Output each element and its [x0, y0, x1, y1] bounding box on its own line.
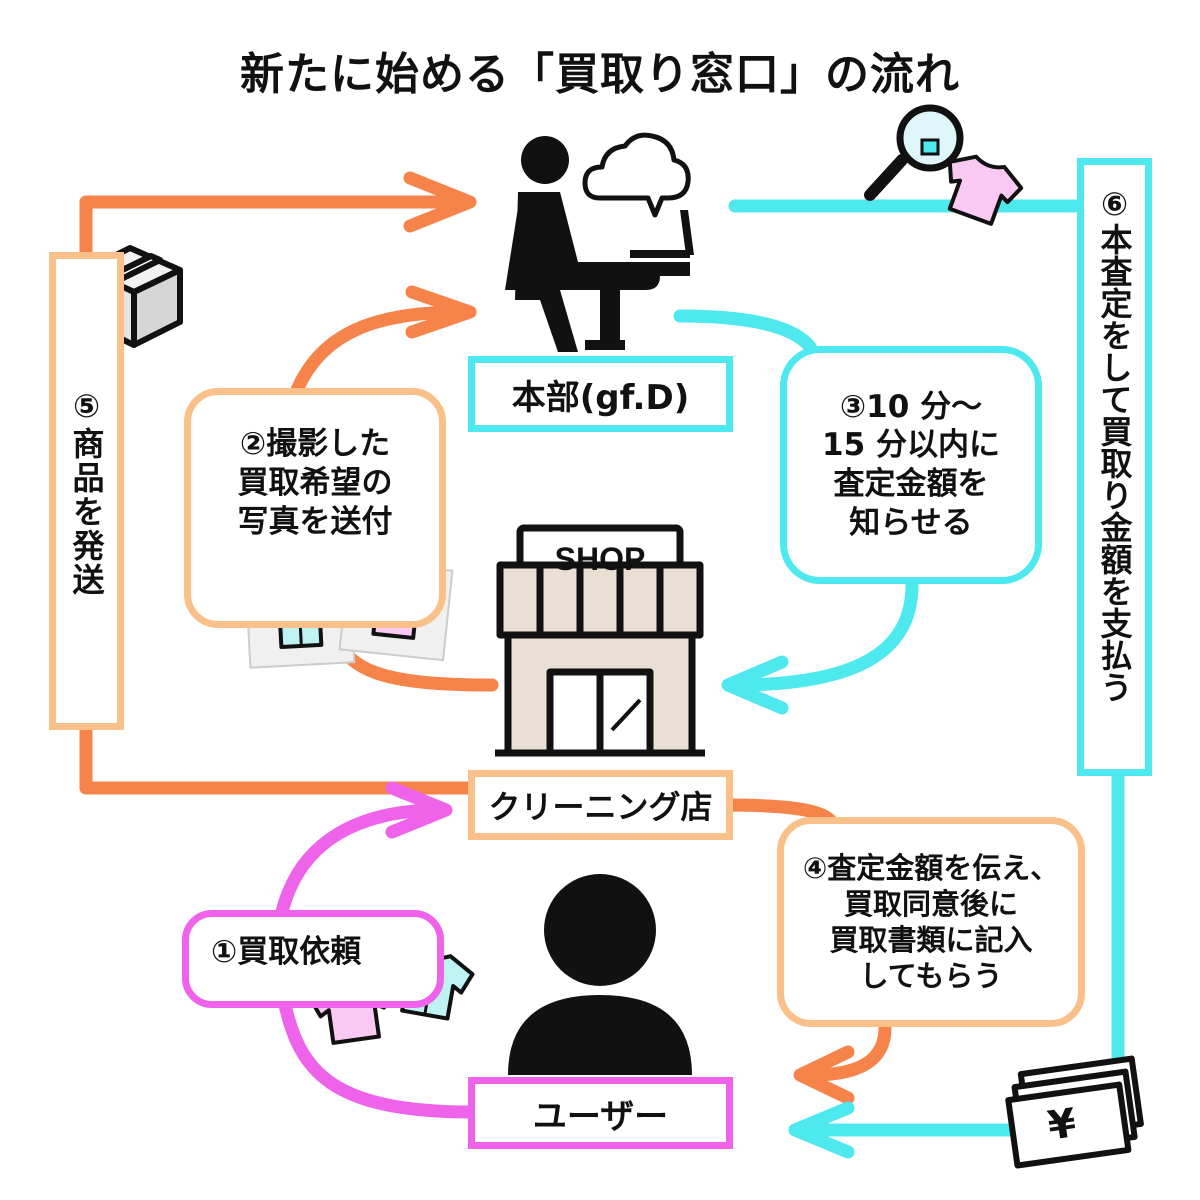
step3-box: ③10 分〜 15 分以内に 査定金額を 知らせる — [780, 346, 1042, 584]
step6-label: ⑥本査定をして買取り金額を支払う — [1095, 185, 1134, 703]
step6-box: ⑥本査定をして買取り金額を支払う — [1077, 158, 1152, 776]
step1-connector — [275, 781, 479, 1119]
money-bills-icon — [1005, 1055, 1144, 1169]
yen-symbol: ¥ — [1045, 1100, 1079, 1149]
shop-building-icon — [495, 524, 705, 757]
step2-box: ②撮影した 買取希望の 写真を送付 — [184, 388, 446, 628]
step4-line-3: 買取書類に記入 — [829, 923, 1033, 957]
step3-line-1: ③10 分〜 — [839, 388, 983, 425]
cleaning-shop-label: クリーニング店 — [488, 788, 713, 826]
step4-line-1: ④査定金額を伝え、 — [802, 850, 1060, 885]
cloud-icon — [582, 132, 691, 218]
hq-person-icon — [505, 136, 694, 352]
user-node: ユーザー — [468, 1077, 733, 1149]
step1-line-1: ①買取依頼 — [211, 934, 362, 970]
step5-label: ⑤商品を発送 — [67, 387, 106, 597]
hq-node: 本部(gf.D) — [468, 356, 733, 432]
cleaning-shop-node: クリーニング店 — [468, 770, 733, 840]
step4-box: ④査定金額を伝え、 買取同意後に 買取書類に記入 してもらう — [777, 817, 1085, 1027]
diagram-title: 新たに始める「買取り窓口」の流れ — [240, 49, 960, 100]
step5-connector — [79, 171, 487, 795]
step2-line-3: 写真を送付 — [237, 503, 393, 540]
step1-box: ①買取依頼 — [182, 910, 444, 1008]
step5-box: ⑤商品を発送 — [49, 252, 124, 730]
step2-line-2: 買取希望の — [237, 464, 393, 501]
step4-line-2: 買取同意後に — [843, 886, 1018, 921]
pink-shirt-icon — [947, 154, 1024, 226]
shop-sign-text: SHOP — [555, 541, 646, 577]
user-person-icon — [508, 874, 692, 1075]
step4-line-4: してもらう — [859, 959, 1003, 994]
step3-line-4: 知らせる — [849, 504, 973, 541]
user-label: ユーザー — [532, 1096, 669, 1137]
magnifier-icon — [864, 104, 964, 201]
step3-connector — [673, 309, 919, 715]
step3-line-3: 査定金額を — [833, 466, 989, 502]
hq-label: 本部(gf.D) — [511, 377, 690, 418]
step2-line-1: ②撮影した — [239, 426, 391, 462]
step3-line-2: 15 分以内に — [822, 427, 1000, 464]
